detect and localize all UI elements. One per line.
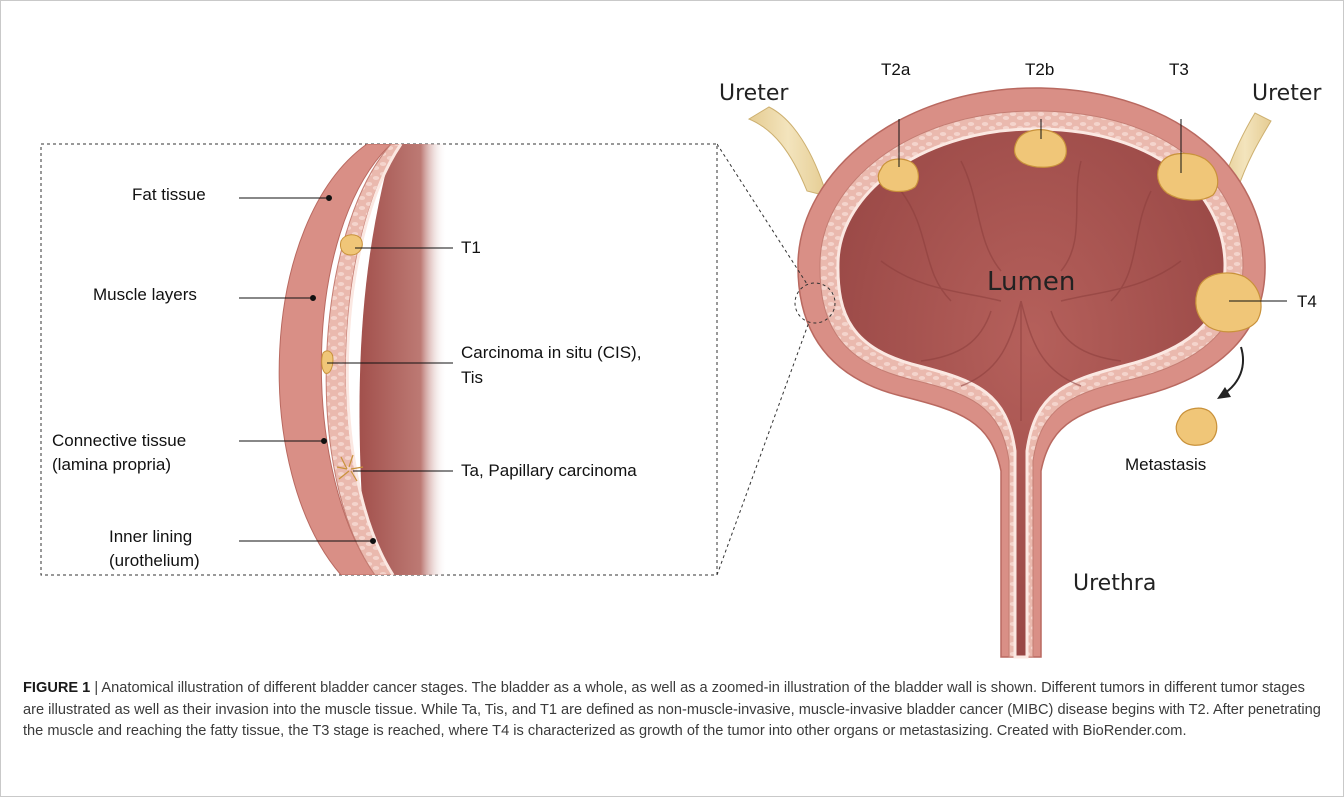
ureter-left bbox=[749, 107, 827, 196]
inset-tumor-t1 bbox=[340, 235, 362, 255]
label-ta: Ta, Papillary carcinoma bbox=[461, 461, 637, 480]
label-ureter-right: Ureter bbox=[1252, 81, 1322, 106]
label-cis-2: Tis bbox=[461, 368, 483, 387]
label-ureter-left: Ureter bbox=[719, 81, 789, 106]
label-t1: T1 bbox=[461, 238, 481, 257]
tumor-t2b bbox=[1015, 130, 1067, 168]
label-lumen: Lumen bbox=[987, 267, 1075, 297]
zoom-connector-bottom bbox=[717, 322, 809, 575]
figure-caption: FIGURE 1 | Anatomical illustration of di… bbox=[23, 678, 1323, 743]
label-t2b: T2b bbox=[1025, 60, 1054, 79]
label-t2a: T2a bbox=[881, 60, 911, 79]
caption-text: Anatomical illustration of different bla… bbox=[23, 680, 1321, 739]
bladder bbox=[749, 88, 1271, 657]
zoom-connector-top bbox=[717, 144, 807, 284]
label-t4: T4 bbox=[1297, 292, 1317, 311]
tumor-t2a bbox=[878, 159, 918, 191]
caption-separator: | bbox=[90, 680, 101, 696]
label-inner-lining-2: (urothelium) bbox=[109, 551, 200, 570]
tumor-metastasis bbox=[1176, 408, 1217, 445]
label-cis-1: Carcinoma in situ (CIS), bbox=[461, 343, 641, 362]
inset-tumor-cis bbox=[322, 351, 333, 373]
label-urethra: Urethra bbox=[1073, 571, 1156, 596]
label-fat-tissue: Fat tissue bbox=[132, 185, 206, 204]
label-inner-lining-1: Inner lining bbox=[109, 527, 192, 546]
label-muscle-layers: Muscle layers bbox=[93, 285, 197, 304]
tumor-t4 bbox=[1196, 273, 1261, 332]
label-connective-tissue-1: Connective tissue bbox=[52, 431, 186, 450]
label-t3: T3 bbox=[1169, 60, 1189, 79]
label-metastasis: Metastasis bbox=[1125, 455, 1206, 474]
figure-number: FIGURE 1 bbox=[23, 680, 90, 696]
label-connective-tissue-2: (lamina propria) bbox=[52, 455, 171, 474]
